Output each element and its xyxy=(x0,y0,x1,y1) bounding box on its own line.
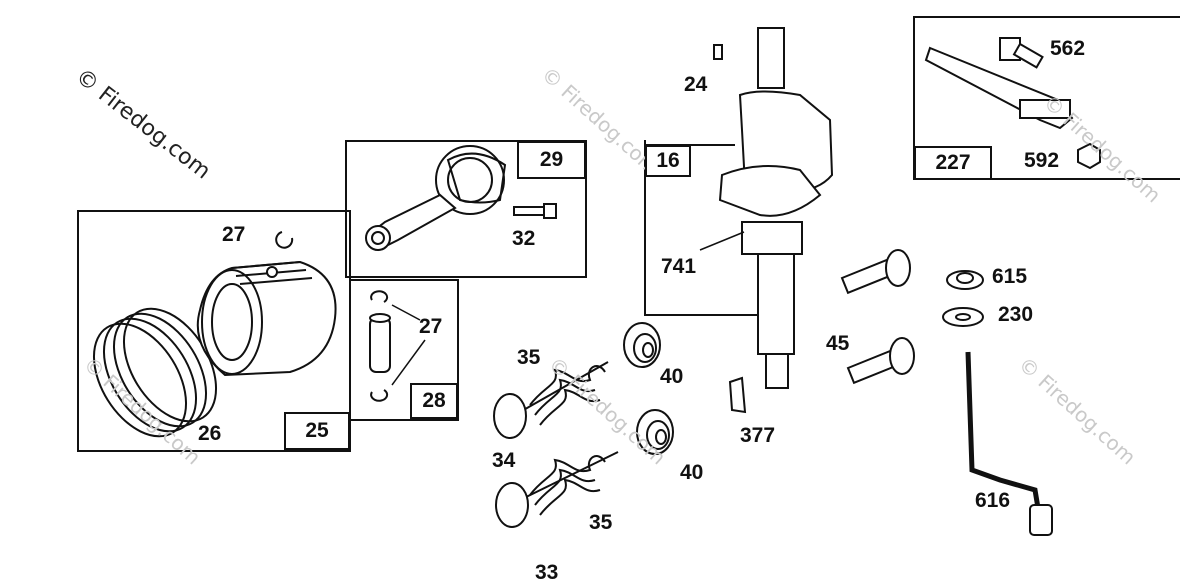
part-label-35-upper: 35 xyxy=(517,346,541,369)
box-28-frame xyxy=(349,279,459,421)
clip-27-c xyxy=(370,389,389,402)
crankshaft xyxy=(718,27,834,389)
pin-45-a xyxy=(840,249,911,295)
ref-box-16: 16 xyxy=(645,145,691,177)
part-label-615: 615 xyxy=(992,265,1028,288)
pin-45-b xyxy=(846,337,915,385)
part-label-230: 230 xyxy=(998,303,1034,326)
retainer-40-a xyxy=(623,322,661,368)
ref-box-227: 227 xyxy=(914,146,992,180)
retainer-615 xyxy=(946,270,984,290)
part-label-562: 562 xyxy=(1050,37,1086,60)
piston-pin xyxy=(369,313,391,373)
piston xyxy=(196,260,337,377)
part-label-616: 616 xyxy=(975,489,1011,512)
part-label-27-pin: 27 xyxy=(419,315,443,338)
part-label-45: 45 xyxy=(826,332,850,355)
key-24 xyxy=(713,44,723,60)
bolt-32 xyxy=(513,203,557,219)
ref-box-25: 25 xyxy=(284,412,350,450)
connecting-rod xyxy=(365,145,507,252)
part-label-34: 34 xyxy=(492,449,516,472)
ref-box-28: 28 xyxy=(410,383,458,419)
part-label-32: 32 xyxy=(512,227,536,250)
box-29-frame xyxy=(345,140,587,278)
part-label-33: 33 xyxy=(535,561,559,582)
key-377 xyxy=(728,376,747,414)
ref-box-29: 29 xyxy=(517,141,586,179)
bolt-562 xyxy=(999,37,1044,69)
washer-230 xyxy=(942,307,984,327)
part-label-741: 741 xyxy=(661,255,697,278)
part-label-26: 26 xyxy=(198,422,222,445)
clip-27-b xyxy=(370,290,389,303)
part-label-24: 24 xyxy=(684,73,708,96)
part-label-40-lower: 40 xyxy=(680,461,704,484)
part-label-27-piston: 27 xyxy=(222,223,246,246)
part-label-35-lower: 35 xyxy=(589,511,613,534)
nut-592 xyxy=(1077,142,1101,170)
governor-shaft-616 xyxy=(965,351,1043,521)
part-label-40-upper: 40 xyxy=(660,365,684,388)
box-227-frame xyxy=(913,16,1180,180)
box-16-frame-left xyxy=(644,140,758,316)
part-label-377: 377 xyxy=(740,424,776,447)
retainer-40-b xyxy=(636,409,674,455)
clip-27-a xyxy=(275,231,294,249)
valve-spring-upper xyxy=(493,361,609,439)
governor-arm xyxy=(924,46,1074,130)
part-label-592: 592 xyxy=(1024,149,1060,172)
valve-spring-lower xyxy=(495,451,619,528)
